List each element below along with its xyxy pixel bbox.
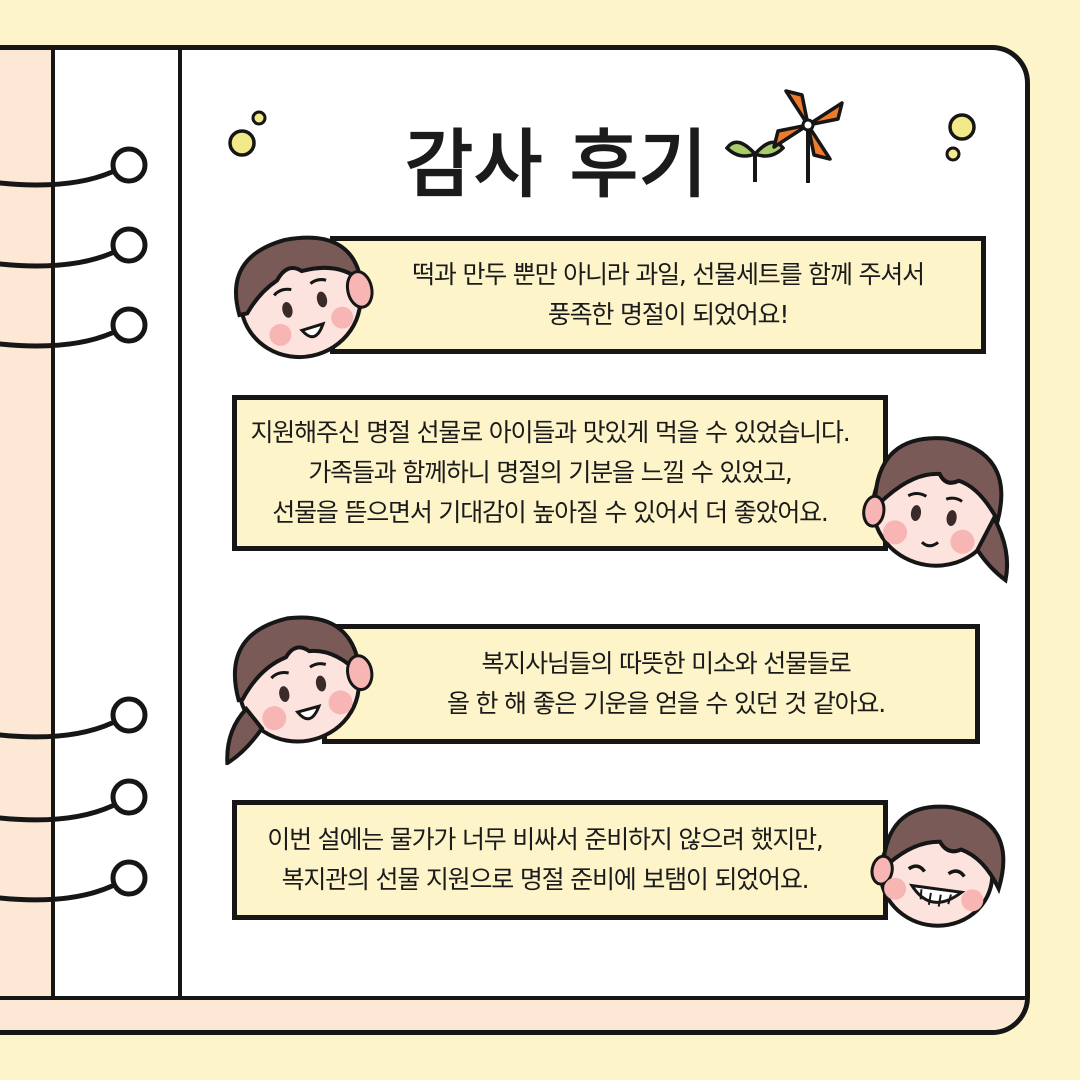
page-title: 감사 후기	[405, 122, 709, 208]
review-bubble-2: 지원해주신 명절 선물로 아이들과 맛있게 먹을 수 있었습니다. 가족들과 함…	[232, 395, 888, 551]
notebook-ring-icon	[0, 859, 148, 903]
review-line: 가족들과 함께하니 명절의 기분을 느낄 수 있었고,	[308, 458, 792, 487]
notebook-ring-icon	[0, 226, 148, 269]
boy-face-icon	[234, 235, 374, 360]
girl-face-icon	[862, 436, 1010, 584]
dot-bubble-icon	[228, 110, 267, 157]
dot-bubble-icon	[945, 113, 976, 162]
review-line: 올 한 해 좋은 기운을 얻을 수 있던 것 같아요.	[446, 689, 886, 718]
notebook-rings	[0, 146, 148, 903]
notebook-margin-strip	[0, 50, 55, 1030]
review-line: 이번 설에는 물가가 너무 비싸서 준비하지 않으려 했지만,	[267, 825, 824, 854]
notebook-ring-icon	[0, 306, 148, 349]
notebook-ring-icon	[0, 696, 148, 740]
notebook-ring-icon	[0, 778, 148, 823]
review-line: 떡과 만두 뿐만 아니라 과일, 선물세트를 함께 주셔서	[412, 260, 925, 289]
review-bubble-1: 떡과 만두 뿐만 아니라 과일, 선물세트를 함께 주셔서 풍족한 명절이 되었…	[330, 236, 986, 354]
pinwheel-icon	[772, 89, 844, 183]
notebook-margin-line	[178, 50, 182, 1030]
notebook-ring-icon	[0, 146, 148, 188]
notebook-bottom-strip	[0, 996, 1025, 1030]
review-bubble-4: 이번 설에는 물가가 너무 비싸서 준비하지 않으려 했지만, 복지관의 선물 …	[232, 800, 888, 920]
review-line: 지원해주신 명절 선물로 아이들과 맛있게 먹을 수 있었습니다.	[250, 418, 851, 447]
review-line: 풍족한 명절이 되었어요!	[547, 300, 790, 329]
review-line: 선물을 뜯으면서 기대감이 높아질 수 있어서 더 좋았어요.	[272, 498, 829, 527]
review-line: 복지관의 선물 지원으로 명절 준비에 보탬이 되었어요.	[281, 865, 810, 894]
review-bubble-3: 복지사님들의 따뜻한 미소와 선물들로 올 한 해 좋은 기운을 얻을 수 있던…	[322, 624, 980, 744]
review-line: 복지사님들의 따뜻한 미소와 선물들로	[481, 649, 851, 678]
girl-face-icon	[225, 615, 374, 765]
boy-laughing-face-icon	[870, 804, 1006, 928]
